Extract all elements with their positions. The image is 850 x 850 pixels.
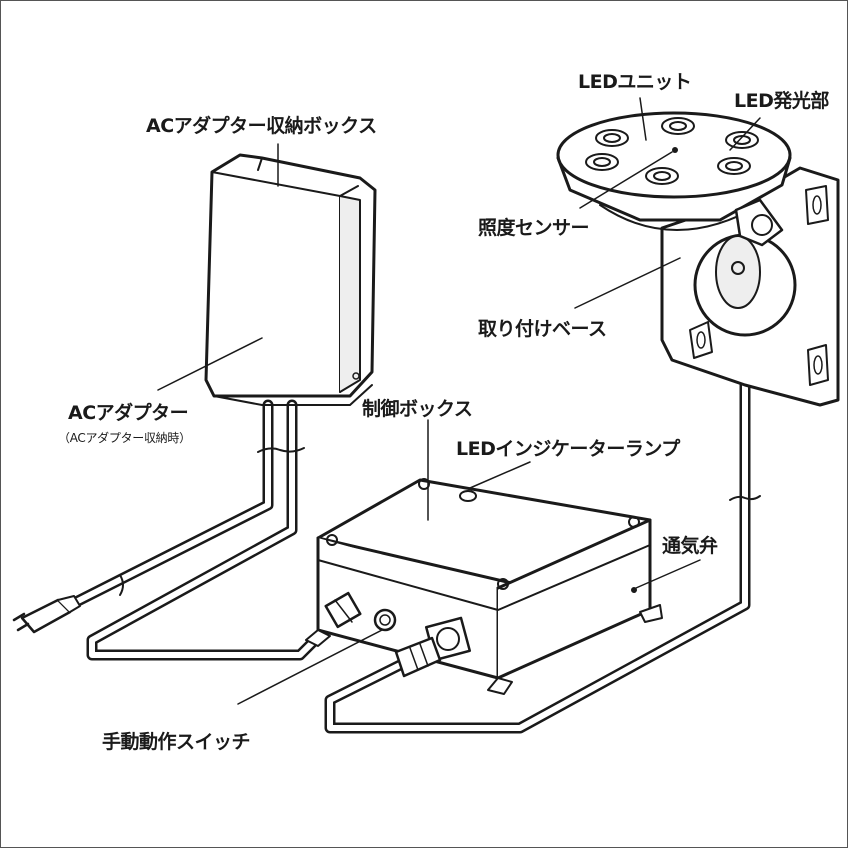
- label-control-box: 制御ボックス: [362, 398, 473, 420]
- label-led-indicator: LEDインジケーターランプ: [456, 438, 680, 460]
- control-box: [305, 478, 663, 695]
- led-emitters: [585, 117, 759, 185]
- label-ac-adapter-box: ACアダプター収納ボックス: [146, 115, 377, 137]
- led-indicator-lamp: [459, 490, 477, 502]
- ac-adapter-box: [204, 153, 377, 406]
- cable-break-mark: [729, 495, 761, 501]
- cable-break-mark: [257, 447, 305, 453]
- cable-ac-plug: [64, 399, 274, 611]
- cable-gland-right: [394, 616, 472, 678]
- ac-plug: [12, 595, 81, 634]
- cable-gland-left: [324, 591, 362, 629]
- label-led-unit: LEDユニット: [578, 71, 692, 93]
- cable-box-to-led: [324, 374, 751, 734]
- leader-lines: [157, 97, 761, 705]
- led-unit: [556, 111, 792, 247]
- label-ac-adapter-note: （ACアダプター収納時）: [58, 431, 191, 445]
- label-led-emitter: LED発光部: [734, 90, 829, 112]
- cable-break-mark: [119, 574, 124, 596]
- light-sensor-dot: [672, 147, 678, 153]
- vent-valve: [631, 587, 637, 593]
- cable-adapter-to-box: [86, 399, 341, 661]
- label-vent: 通気弁: [662, 535, 718, 557]
- label-light-sensor: 照度センサー: [478, 217, 590, 239]
- label-mount-base: 取り付けベース: [478, 318, 607, 340]
- manual-switch: [373, 608, 397, 632]
- label-manual-switch: 手動動作スイッチ: [102, 731, 251, 753]
- label-ac-adapter: ACアダプター: [68, 402, 189, 424]
